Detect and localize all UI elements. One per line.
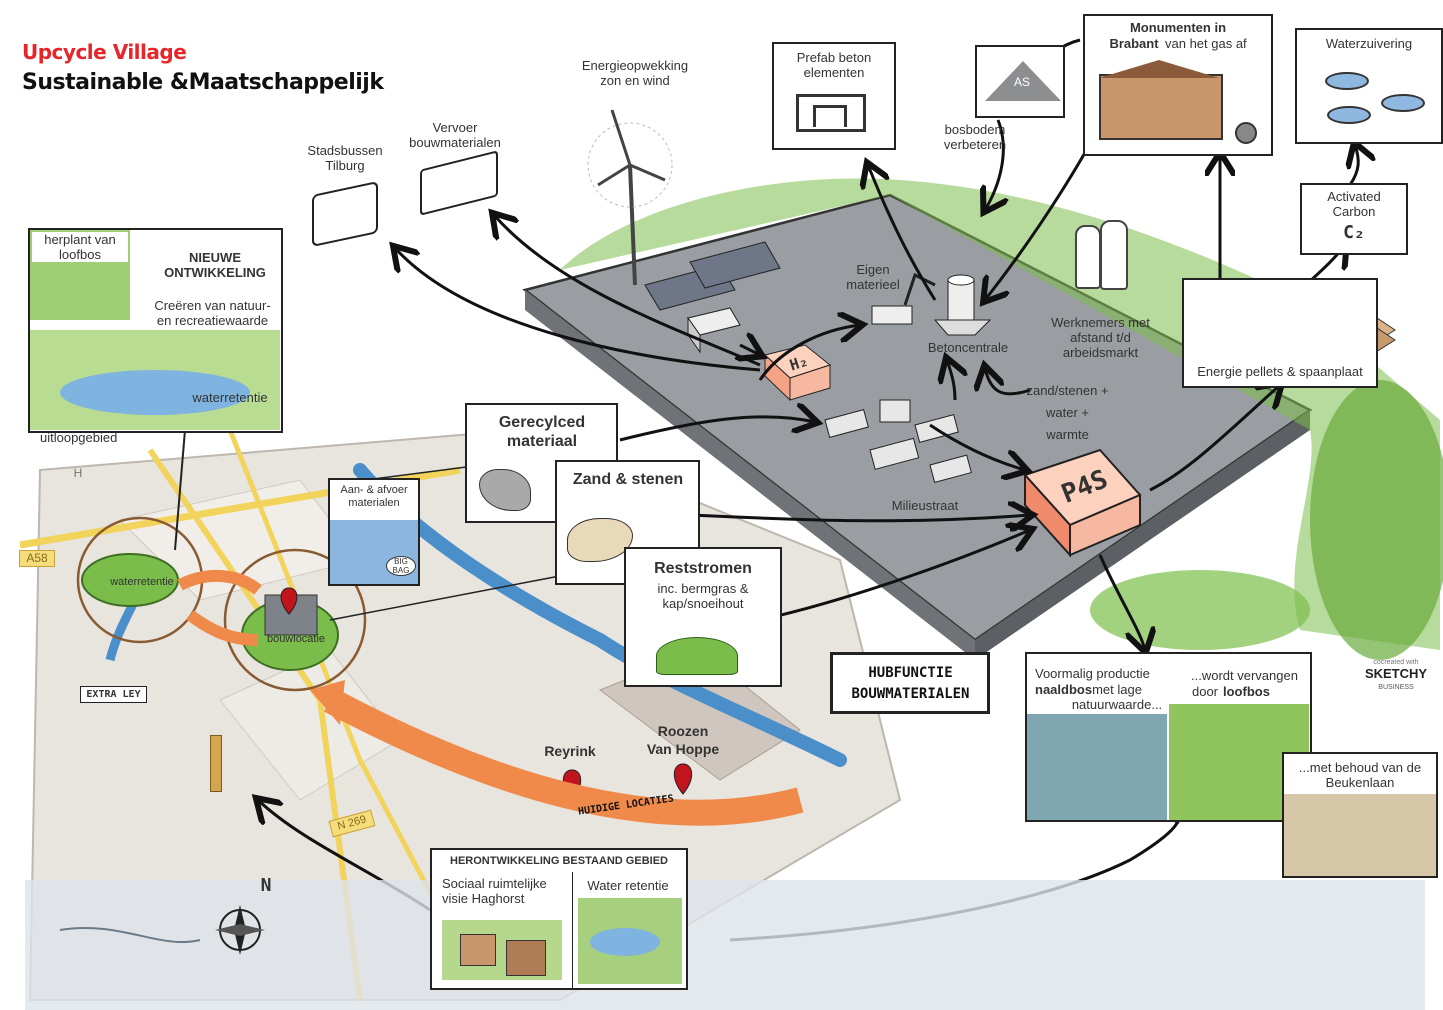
label-uitloopgebied: uitloopgebied <box>40 430 118 445</box>
label-lage-natuurwaarde: met lage natuurwaarde... <box>1071 682 1163 712</box>
label-extra-ley: EXTRA LEY <box>80 686 147 703</box>
monument-building-icon <box>1099 74 1223 140</box>
label-reststromen: Reststromen <box>654 560 752 577</box>
ash-pile-icon <box>985 61 1061 101</box>
excavator-icon <box>871 272 936 325</box>
label-waterretentie-box: waterretentie <box>192 390 268 405</box>
houses-icon <box>442 920 562 980</box>
label-map-waterretentie: waterretentie <box>110 576 174 588</box>
giraffe-icon <box>210 735 222 792</box>
app-title: Upcycle Village <box>22 40 187 64</box>
worker-icon <box>1075 225 1101 289</box>
label-werknemers: Werknemers met afstand t/d arbeidsmarkt <box>1051 315 1150 360</box>
beukenlaan-box: ...met behoud van de Beukenlaan <box>1282 752 1438 878</box>
label-bosbodem: bosbodem verbeteren <box>943 122 1007 152</box>
label-aanafvoer: Aan- & afvoer materialen <box>340 484 408 509</box>
label-betoncentrale: Betoncentrale <box>927 340 1009 355</box>
betoncentrale-icon <box>933 274 992 336</box>
label-milieustraat: Milieustraat <box>891 498 959 513</box>
label-roozen: Roozen Van Hoppe <box>646 723 720 757</box>
grass-icon <box>656 637 738 675</box>
compass-icon <box>215 905 265 955</box>
milieustraat-icon <box>824 399 972 483</box>
p4s-box-icon <box>1023 448 1142 558</box>
reststromen-box: Reststromen inc. bermgras & kap/snoeihou… <box>624 547 782 687</box>
label-hub: HUBFUNCTIE BOUWMATERIALEN <box>851 665 970 702</box>
label-water-retentie: Water retentie <box>587 878 669 893</box>
label-prefab: Prefab beton elementen <box>796 50 872 80</box>
label-stadsbussen: Stadsbussen Tilburg <box>307 143 383 173</box>
label-reststromen-sub: inc. bermgras & kap/snoeihout <box>657 581 749 611</box>
credit-sub: BUSINESS <box>1378 684 1414 691</box>
prefab-box: Prefab beton elementen <box>772 42 896 150</box>
label-naaldbos: naaldbos <box>1035 682 1093 697</box>
credit-brand: SKETCHY <box>1364 666 1428 681</box>
label-monumenten-brabant: Brabant <box>1109 36 1159 51</box>
label-door: door <box>1191 684 1219 699</box>
wetland-icon <box>578 898 682 984</box>
relocation-arrow <box>323 688 804 826</box>
pine-forest-icon <box>1027 714 1167 820</box>
aanafvoer-box: Aan- & afvoer materialen BIG BAG <box>328 478 420 586</box>
hub-sign: HUBFUNCTIE BOUWMATERIALEN <box>830 652 990 714</box>
label-as: AS <box>1013 75 1030 89</box>
label-vervoer: Vervoer bouwmaterialen <box>409 120 501 150</box>
app-subtitle: Sustainable &Maatschappelijk <box>22 70 384 95</box>
monumenten-box: Monumenten in Brabant van het gas af <box>1083 14 1273 156</box>
label-zand-water: zand/stenen + water + warmte <box>1026 383 1109 442</box>
gas-valve-icon <box>1235 122 1257 144</box>
label-zand-stenen: Zand & stenen <box>572 471 684 488</box>
label-energieopwekking: Energieopwekking zon en wind <box>581 58 689 88</box>
label-sociaal: Sociaal ruimtelijke visie Haghorst <box>442 876 547 906</box>
activated-carbon-box: Activated Carbon C₂ <box>1300 183 1408 255</box>
label-nieuwe-ontwikkeling: NIEUWE ONTWIKKELING <box>164 250 266 280</box>
nieuwe-ontwikkeling-box: herplant van loofbos NIEUWE ONTWIKKELING… <box>28 228 283 433</box>
label-a58: A58 <box>19 550 55 567</box>
beuken-lane-icon <box>1284 794 1436 876</box>
bottom-backdrop <box>25 880 1425 1010</box>
label-herontwikkeling: HERONTWIKKELING BESTAAND GEBIED <box>450 855 668 867</box>
worker-icon-2 <box>1100 220 1128 290</box>
label-monumenten-rest: van het gas af <box>1165 36 1247 51</box>
waterzuivering-box: Waterzuivering <box>1295 28 1443 144</box>
label-activated-carbon: Activated Carbon <box>1327 189 1381 219</box>
tank-icon <box>1325 72 1369 90</box>
wind-turbine-icon <box>587 109 673 286</box>
rubble-icon <box>479 469 531 511</box>
credit-small: cocreated with <box>1373 659 1419 666</box>
pond-icon <box>60 370 250 415</box>
bos-box: Voormalig productie naaldbos met lage na… <box>1025 652 1312 822</box>
label-monumenten-title: Monumenten in <box>1129 20 1227 35</box>
label-c2: C₂ <box>1343 222 1365 243</box>
label-herplant: herplant van loofbos <box>32 232 128 262</box>
label-wordt-vervangen: ...wordt vervangen <box>1191 668 1298 683</box>
label-beukenlaan: ...met behoud van de Beukenlaan <box>1298 760 1422 790</box>
pin-bouwlocatie-icon <box>280 587 298 615</box>
as-box: AS <box>975 45 1065 118</box>
herontwikkeling-box: HERONTWIKKELING BESTAAND GEBIED Sociaal … <box>430 848 688 990</box>
energie-pellets-box: Energie pellets & spaanplaat <box>1182 278 1378 388</box>
label-bouwlocatie: bouwlocatie <box>266 633 326 645</box>
label-waterzuivering: Waterzuivering <box>1325 36 1413 51</box>
circle-bouwlocatie <box>223 548 367 692</box>
label-energie-pellets: Energie pellets & spaanplaat <box>1197 364 1363 379</box>
label-gerecycled: Gerecylced materiaal <box>498 414 586 450</box>
label-reyrink: Reyrink <box>544 743 596 759</box>
label-voormalig: Voormalig productie <box>1035 666 1150 681</box>
solar-panels-icon <box>644 241 781 311</box>
prefab-element-icon <box>796 94 866 132</box>
label-h: H <box>73 466 83 480</box>
river <box>353 463 847 767</box>
label-north: N <box>260 875 272 896</box>
label-creeren: Creëren van natuur- en recreatiewaarde <box>154 298 271 328</box>
label-eigen-materieel: Eigen materieel <box>846 262 900 292</box>
label-loofbos: loofbos <box>1223 684 1270 699</box>
label-big-bag: BIG BAG <box>386 556 416 576</box>
pin-roozen-icon <box>673 763 693 795</box>
